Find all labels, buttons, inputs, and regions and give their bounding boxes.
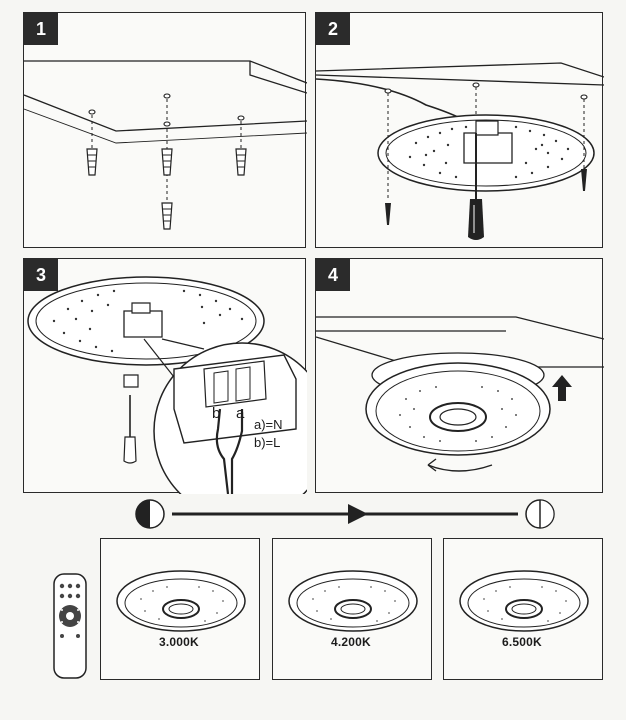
step-3-panel: 3 b a a)=N b)=L [23,258,307,494]
neutral-wire-label: a)=N [254,417,283,432]
step-number-badge: 3 [24,259,58,291]
screw-icons [385,169,587,225]
dimming-scale [130,492,560,538]
step-number-badge: 1 [24,13,58,45]
up-arrow-icon [552,375,572,401]
step-number-badge: 4 [316,259,350,291]
terminal-a-label: a [236,405,245,422]
base-plate-mounting-illustration [316,62,604,240]
terminal-b-label: b [212,405,221,422]
wiring-illustration [27,276,307,494]
rotate-arrow-icon [427,458,437,472]
night-moon-icon [135,499,165,529]
live-wire-label: b)=L [254,435,281,450]
screwdriver-icon [123,395,137,464]
ceiling-drilling-illustration [24,60,307,230]
step-number-badge: 2 [316,13,350,45]
remote-control [52,572,88,680]
step-2-panel: 2 [315,12,604,248]
arrow-right-icon [348,504,368,524]
color-temp-label: 6.500K [502,635,542,649]
screwdriver-icon [468,133,484,240]
color-temp-option-2: 4.200K [272,538,432,680]
plate-perforation [408,125,570,179]
step-4-panel: 4 [315,258,604,493]
color-temp-label: 3.000K [159,635,199,649]
color-temp-label: 4.200K [331,635,371,649]
step-1-panel: 1 [23,12,307,248]
color-temp-option-1: 3.000K [100,538,260,680]
day-sun-icon [525,499,555,529]
color-temp-option-3: 6.500K [443,538,603,680]
lamp-attach-illustration [316,316,604,472]
